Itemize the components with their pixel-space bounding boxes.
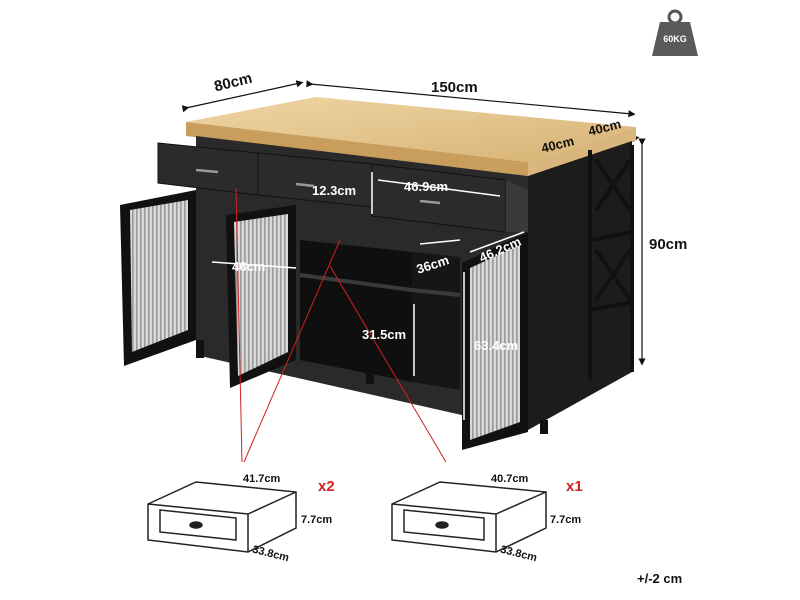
tolerance-note: +/-2 cm (637, 571, 683, 586)
inner-height-label: 31.5cm (362, 327, 407, 342)
small-drawer-height: 7.7cm (301, 514, 333, 526)
interior-dimension-lines (211, 172, 525, 420)
drawer-height-label: 12.3cm (312, 183, 357, 198)
weight-icon (652, 9, 698, 56)
drawer-detail-left (147, 481, 297, 553)
drawer-width-label: 46.9cm (404, 179, 449, 194)
top-drawers (157, 142, 528, 233)
small-drawer-width: 41.7cm (243, 473, 281, 485)
countertop (186, 97, 636, 176)
height-label: 90cm (649, 236, 688, 253)
weight-badge: 60KG (652, 5, 698, 57)
cabinet-doors (120, 190, 528, 450)
cabinet-width-label: 46cm (232, 259, 266, 274)
door-height-label: 63.4cm (474, 338, 519, 353)
small-drawer-qty: x2 (318, 478, 335, 495)
width-label: 150cm (431, 79, 478, 96)
drawer-detail-right (391, 481, 547, 553)
large-drawer-qty: x1 (566, 478, 583, 495)
large-drawer-height: 7.7cm (550, 514, 582, 526)
callout-lines (235, 187, 447, 463)
large-drawer-width: 40.7cm (491, 473, 529, 485)
weight-label: 60KG (663, 34, 687, 44)
